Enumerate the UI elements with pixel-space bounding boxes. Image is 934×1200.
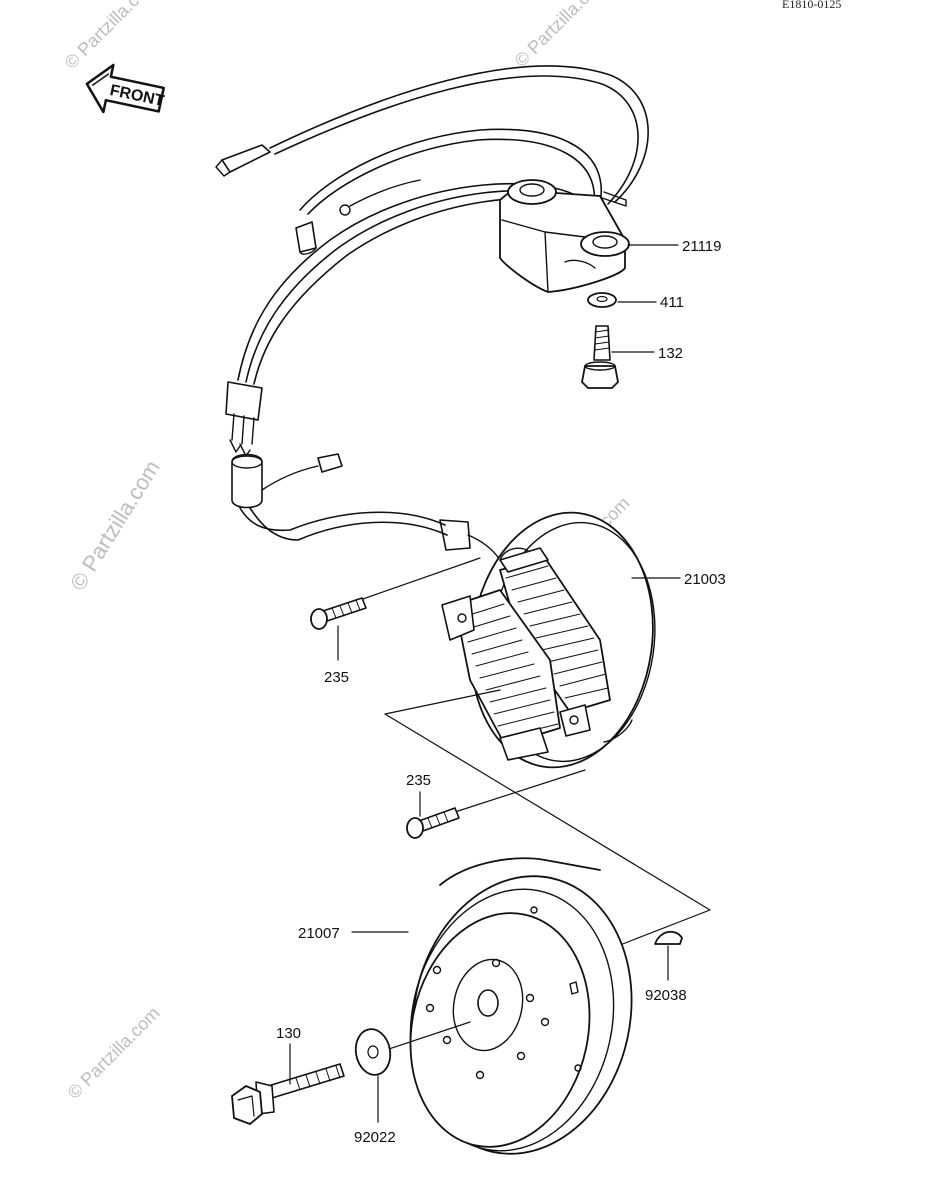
- flywheel-washer: [354, 1028, 392, 1076]
- callout-132: 132: [658, 345, 683, 362]
- leader-lines: [289, 244, 681, 1123]
- callout-21007: 21007: [298, 925, 340, 942]
- front-arrow: FRONT: [85, 63, 166, 114]
- watermark-main: © Partzilla.com: [65, 456, 165, 595]
- ignitor-bolt: [581, 325, 619, 389]
- callout-235-upper: 235: [324, 669, 349, 686]
- assembly-guide-lines: [384, 689, 711, 946]
- flywheel-bolt: [231, 1021, 471, 1125]
- stator-screw-lower: [406, 769, 586, 839]
- callout-21003: 21003: [684, 571, 726, 588]
- callout-411: 411: [660, 294, 684, 311]
- callout-21119: 21119: [682, 238, 722, 255]
- watermark-top-left: © Partzilla.com: [61, 0, 161, 73]
- ignitor-unit: [499, 179, 630, 293]
- callout-92038: 92038: [645, 987, 687, 1004]
- callout-130: 130: [276, 1025, 301, 1042]
- callout-92022: 92022: [354, 1129, 396, 1146]
- stator-screw-upper: [310, 557, 481, 630]
- watermark-top-mid: © Partzilla.com: [511, 0, 611, 71]
- watermark-bottom-left: © Partzilla.com: [64, 1003, 164, 1103]
- washer-411: [587, 292, 617, 308]
- stator-assembly: [441, 511, 656, 769]
- callout-235-lower: 235: [406, 772, 431, 789]
- woodruff-key: [654, 930, 683, 945]
- wiring-harness: [215, 65, 649, 561]
- flywheel: [409, 857, 633, 1155]
- diagram-code: E1810-0125: [782, 0, 841, 11]
- callouts: 21119 411 132 21003 235 235 21007 92038 …: [276, 238, 726, 1146]
